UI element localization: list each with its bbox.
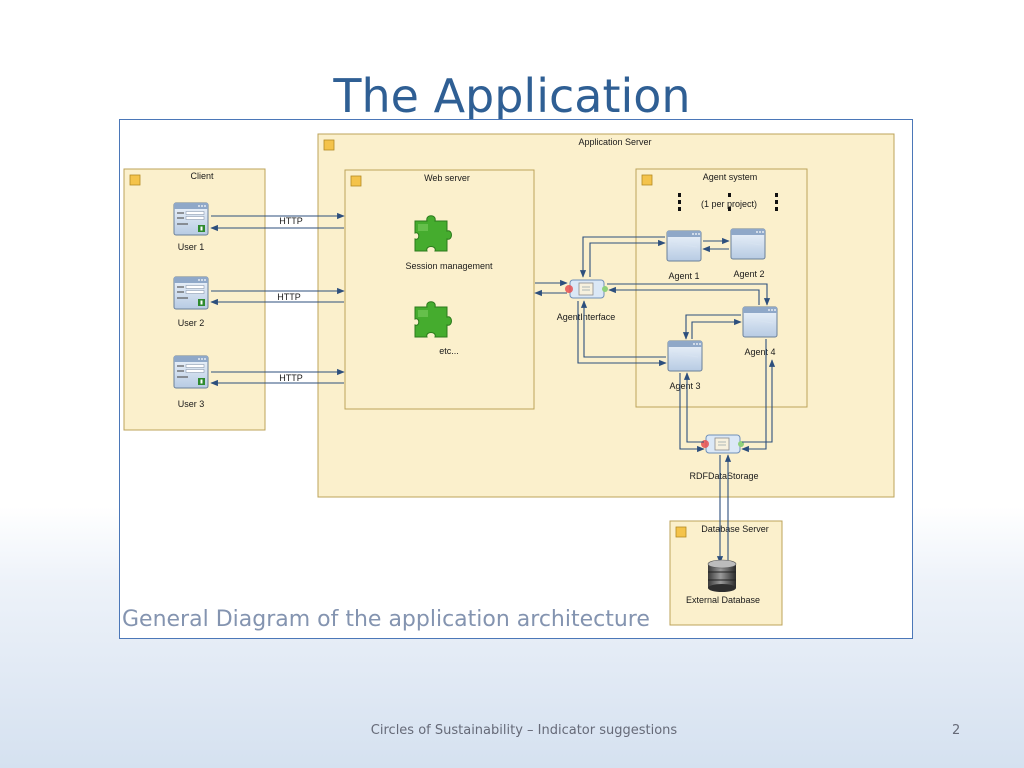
rdf-storage-label: RDFDataStorage [689, 471, 758, 481]
agent-3-label: Agent 3 [669, 381, 700, 391]
http-label: HTTP [277, 292, 301, 302]
package-icon [350, 175, 362, 187]
database-server-label: Database Server [701, 524, 769, 534]
agent3-to-interface-arrow [577, 301, 667, 367]
agent3-to-agent4-arrow [691, 318, 742, 339]
web-server-package [344, 169, 535, 410]
footer-text: Circles of Sustainability – Indicator su… [370, 723, 678, 738]
architecture-diagram: Application Server Client Web server Age… [123, 133, 895, 626]
rdf-to-agent3-arrow [683, 372, 704, 443]
puzzle-piece-icon [414, 301, 452, 338]
window-icon [730, 228, 766, 260]
package-icon [129, 174, 141, 186]
web-server-label: Web server [424, 173, 470, 183]
user-1-label: User 1 [178, 242, 205, 252]
session-management-label: Session management [405, 261, 493, 271]
http-label: HTTP [279, 373, 303, 383]
interface-to-agent1-arrow [589, 239, 666, 277]
etc-component-label: etc... [439, 346, 459, 356]
client-label: Client [190, 171, 214, 181]
page-number: 2 [952, 723, 961, 738]
puzzle-piece-icon [414, 215, 452, 252]
window-icon [666, 230, 702, 262]
interface-to-agent4-arrow [607, 283, 771, 306]
agent-system-note: (1 per project) [701, 199, 757, 209]
agent-interface-label: AgentInterface [557, 312, 616, 322]
diagram-caption: General Diagram of the application archi… [122, 607, 650, 632]
agent-4-label: Agent 4 [744, 347, 775, 357]
application-server-label: Application Server [578, 137, 651, 147]
user-window-icon [173, 202, 209, 236]
agent1-to-interface-arrow [579, 236, 665, 278]
agent-system-label: Agent system [703, 172, 758, 182]
ellipsis-markers [678, 193, 778, 211]
agent3-to-rdf-arrow [679, 373, 705, 453]
interface-component-icon [700, 434, 745, 454]
window-icon [742, 306, 778, 338]
agent4-to-rdf-arrow [741, 339, 767, 453]
user-window-icon [173, 355, 209, 389]
agent-system-package [635, 168, 808, 408]
package-icon [641, 174, 653, 186]
agent-2-label: Agent 2 [733, 269, 764, 279]
http-label: HTTP [279, 216, 303, 226]
interface-to-agent3-arrow [580, 300, 666, 358]
slide-title: The Application [333, 69, 691, 123]
interface-component-icon [564, 279, 609, 299]
package-icon [323, 139, 335, 151]
rdf-to-agent4-arrow [742, 359, 776, 443]
package-icon [675, 526, 687, 538]
agent4-to-interface-arrow [608, 286, 760, 305]
window-icon [667, 340, 703, 372]
user-3-label: User 3 [178, 399, 205, 409]
external-database-label: External Database [686, 595, 760, 605]
user-2-label: User 2 [178, 318, 205, 328]
user-window-icon [173, 276, 209, 310]
agent-1-label: Agent 1 [668, 271, 699, 281]
database-icon [707, 559, 737, 592]
agent4-to-agent3-arrow [682, 314, 741, 340]
